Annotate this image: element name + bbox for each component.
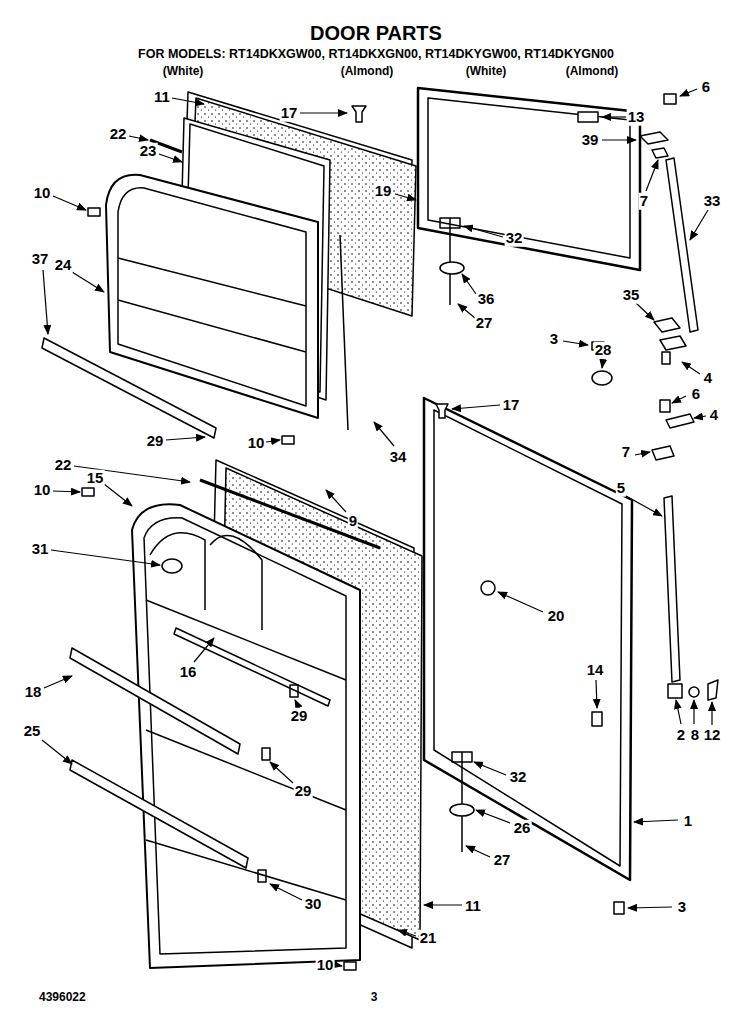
callout-number: 6: [691, 386, 701, 403]
page-number: 3: [370, 991, 379, 1004]
callout-number: 3: [677, 899, 687, 916]
callout-number: 4: [703, 370, 713, 387]
callout-number: 32: [509, 769, 528, 786]
callout-number: 35: [622, 287, 641, 304]
page-title: DOOR PARTS: [309, 22, 443, 44]
callout-number: 16: [179, 664, 198, 681]
callout-number: 13: [627, 109, 646, 126]
callout-number: 15: [86, 470, 105, 487]
callout-number: 29: [146, 433, 165, 450]
callout-number: 10: [33, 185, 52, 202]
callout-number: 10: [316, 957, 335, 974]
callout-number: 7: [639, 193, 649, 210]
callout-number: 8: [690, 727, 700, 744]
callout-number: 24: [54, 257, 73, 274]
callout-number: 30: [304, 896, 323, 913]
model-list: FOR MODELS: RT14DKXGW00, RT14DKXGN00, RT…: [137, 48, 615, 62]
callout-number: 17: [502, 397, 521, 414]
color-note: (White): [465, 65, 508, 78]
callout-number: 29: [290, 708, 309, 725]
color-note: (Almond): [565, 65, 620, 78]
callout-number: 22: [109, 126, 128, 143]
callout-number: 20: [547, 608, 566, 625]
callout-number: 36: [477, 291, 496, 308]
callout-number: 22: [54, 457, 73, 474]
callout-number: 39: [581, 132, 600, 149]
callout-number: 32: [505, 230, 524, 247]
callout-number: 12: [703, 727, 722, 744]
callout-number: 31: [31, 541, 50, 558]
callout-number: 26: [513, 820, 532, 837]
callout-number: 6: [701, 79, 711, 96]
callout-number: 5: [616, 480, 626, 497]
color-note: (Almond): [340, 65, 395, 78]
callout-number: 11: [153, 89, 171, 106]
drawing-number: 4396022: [38, 991, 87, 1004]
callout-number: 18: [24, 684, 43, 701]
callout-number: 7: [621, 444, 631, 461]
callout-number: 23: [139, 143, 158, 160]
callout-number: 10: [247, 435, 266, 452]
callout-number: 29: [294, 783, 313, 800]
callout-number: 14: [586, 662, 605, 679]
callout-number: 21: [419, 930, 438, 947]
callout-number: 17: [280, 105, 299, 122]
callout-number: 27: [493, 852, 512, 869]
callout-number: 19: [374, 183, 393, 200]
callout-number: 3: [549, 331, 559, 348]
callout-number: 27: [475, 315, 494, 332]
callout-number: 25: [23, 723, 42, 740]
callout-number: 33: [703, 193, 722, 210]
callout-number: 37: [31, 251, 50, 268]
callout-number: 28: [594, 342, 613, 359]
callout-number: 9: [348, 513, 358, 530]
callout-number: 4: [709, 407, 719, 424]
callout-number: 10: [33, 482, 52, 499]
callout-number: 11: [464, 898, 482, 915]
callout-number: 34: [389, 449, 408, 466]
callout-number: 2: [676, 727, 686, 744]
callout-number: 1: [683, 813, 693, 830]
color-note: (White): [162, 65, 205, 78]
